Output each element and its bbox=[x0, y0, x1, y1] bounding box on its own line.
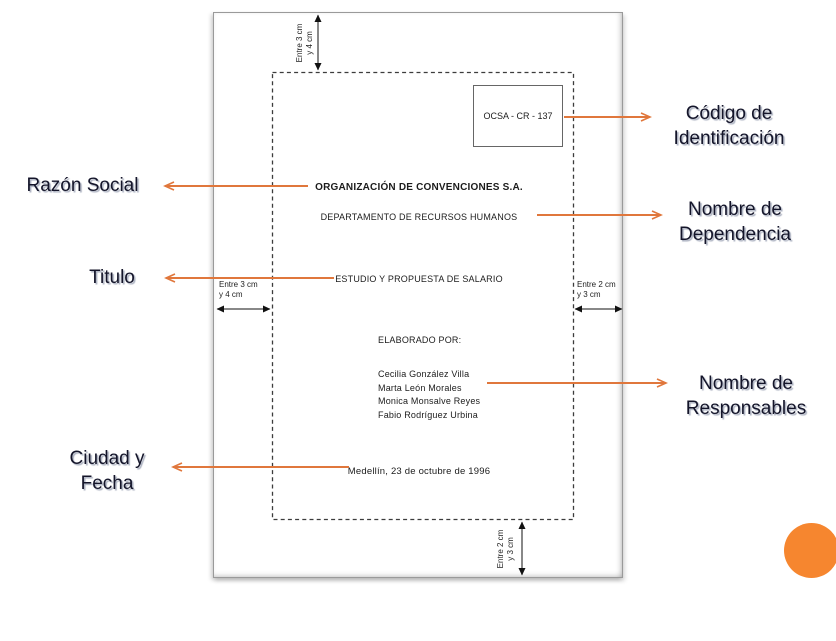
author-name: Marta León Morales bbox=[378, 382, 462, 393]
elaborated-by-label: ELABORADO POR: bbox=[378, 335, 462, 345]
document-page: OCSA - CR - 137 ORGANIZACIÓN DE CONVENCI… bbox=[213, 12, 623, 578]
label-nombre-responsables: Nombre de Responsables bbox=[685, 373, 807, 419]
top-margin-label: Entre 3 cm y 4 cm bbox=[295, 23, 314, 63]
identification-code-box: OCSA - CR - 137 bbox=[473, 85, 563, 147]
department-name: DEPARTAMENTO DE RECURSOS HUMANOS bbox=[320, 212, 518, 222]
orange-circle-decoration bbox=[784, 523, 836, 578]
identification-code: OCSA - CR - 137 bbox=[483, 111, 553, 121]
bottom-margin-label: Entre 2 cm y 3 cm bbox=[496, 529, 515, 569]
left-margin-label: Entre 3 cm y 4 cm bbox=[219, 280, 258, 299]
label-codigo-identificacion: Código de Identificación bbox=[673, 103, 785, 149]
authors-list: Cecilia González Villa Marta León Morale… bbox=[378, 368, 480, 422]
city-date: Medellín, 23 de octubre de 1996 bbox=[347, 466, 491, 477]
author-name: Cecilia González Villa bbox=[378, 369, 470, 379]
company-name: ORGANIZACIÓN DE CONVENCIONES S.A. bbox=[315, 182, 523, 193]
label-ciudad-fecha: Ciudad y Fecha bbox=[69, 448, 145, 494]
author-name: Fabio Rodríguez Urbina bbox=[378, 409, 478, 420]
document-title: ESTUDIO Y PROPUESTA DE SALARIO bbox=[335, 274, 503, 284]
author-name: Monica Monsalve Reyes bbox=[378, 396, 481, 406]
label-titulo: Titulo bbox=[89, 267, 135, 288]
label-razon-social: Razón Social bbox=[26, 175, 139, 196]
label-nombre-dependencia: Nombre de Dependencia bbox=[679, 199, 791, 245]
right-margin-label: Entre 2 cm y 3 cm bbox=[577, 280, 616, 299]
